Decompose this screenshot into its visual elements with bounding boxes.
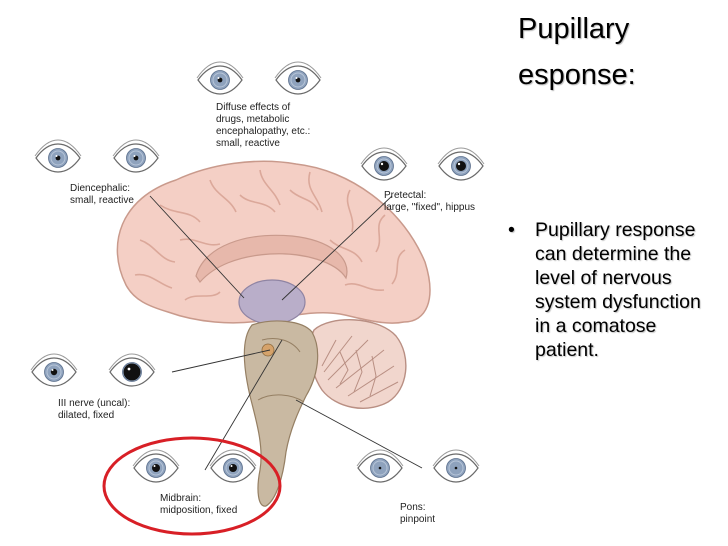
slide-title: Pupillary esponse: (518, 13, 636, 91)
label-third-nerve: III nerve (uncal): dilated, fixed (58, 398, 131, 421)
midbrain-highlight-ring (102, 436, 282, 536)
eye-right (432, 449, 480, 483)
eye-left (196, 61, 244, 95)
brain-pupil-diagram (30, 61, 485, 536)
eye-pair-pretectal (360, 147, 485, 181)
eye-pair-pons (356, 449, 480, 483)
eye-pair-third-nerve (30, 353, 156, 387)
eye-right (108, 353, 156, 387)
label-diencephalic: Diencephalic: small, reactive (70, 183, 134, 206)
eye-right (112, 139, 160, 173)
label-diffuse: Diffuse effects of drugs, metabolic ence… (216, 102, 311, 149)
cerebrum (116, 160, 431, 324)
eye-left (132, 449, 180, 483)
label-pons: Pons: pinpoint (400, 502, 436, 525)
cerebellum (309, 319, 407, 409)
eye-right (437, 147, 485, 181)
eye-left (30, 353, 78, 387)
bullet-text: Pupillary response can determine the lev… (535, 219, 701, 361)
bullet-marker: • (508, 219, 515, 241)
eye-right (274, 61, 322, 95)
label-pretectal: Pretectal: large, "fixed", hippus (384, 190, 476, 213)
bullet-item: • Pupillary response can determine the l… (508, 218, 720, 362)
label-midbrain: Midbrain: midposition, fixed (160, 493, 238, 516)
thalamus (238, 279, 306, 325)
eye-pair-diencephalic (34, 139, 160, 173)
eye-left (356, 449, 404, 483)
eye-pair-midbrain (132, 449, 257, 483)
brainstem (243, 320, 319, 507)
bullet-list: • Pupillary response can determine the l… (508, 218, 720, 362)
eye-left (34, 139, 82, 173)
eye-pair-diffuse (196, 61, 322, 95)
eye-left (360, 147, 408, 181)
leader-lines (149, 195, 423, 471)
eye-right (209, 449, 257, 483)
